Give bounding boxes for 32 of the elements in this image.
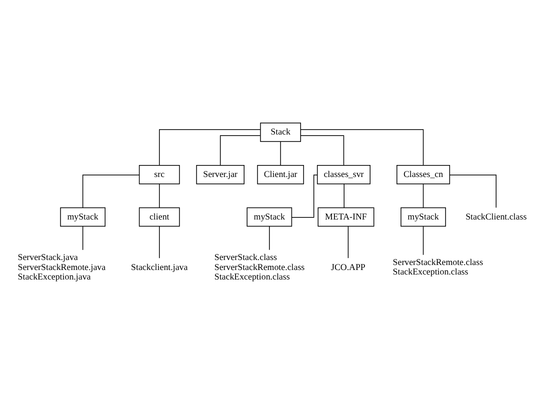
node-box: Stack: [260, 122, 301, 142]
connector: [449, 174, 496, 208]
connector: [348, 226, 349, 258]
node-text: ServerStackRemote.class StackException.class: [392, 257, 484, 277]
node-box: src: [138, 164, 180, 184]
connector: [280, 141, 281, 166]
connector: [159, 129, 261, 166]
connector: [422, 184, 424, 208]
connector: [82, 174, 140, 208]
node-box: META-INF: [318, 207, 374, 227]
connector: [300, 135, 344, 166]
node-box: Classes_cn: [396, 164, 450, 184]
connector: [300, 129, 424, 166]
node-text: StackClient.class: [466, 211, 527, 222]
connector: [422, 226, 424, 256]
connector: [82, 226, 84, 250]
node-text: Stackclient.java: [131, 262, 188, 272]
node-box: myStack: [400, 207, 446, 227]
connector: [269, 226, 270, 250]
node-box: client: [138, 207, 180, 227]
connector: [159, 184, 160, 208]
node-text: ServerStack.java ServerStackRemote.java StackException.java: [18, 252, 106, 282]
connector: [159, 226, 160, 258]
node-text: ServerStack.class ServerStackRemote.class StackException.class: [214, 252, 305, 282]
node-box: Client.jar: [257, 164, 304, 184]
node-text: JCO.APP: [330, 262, 366, 272]
node-box: classes_svr: [316, 164, 370, 184]
node-box: myStack: [246, 207, 292, 227]
connector: [292, 174, 318, 218]
node-box: Server.jar: [196, 164, 244, 184]
connector: [220, 135, 261, 166]
node-box: myStack: [60, 207, 106, 227]
